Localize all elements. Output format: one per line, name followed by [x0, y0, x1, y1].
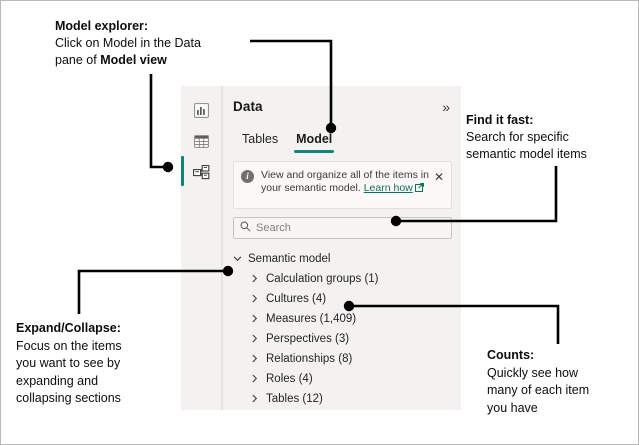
rail-divider [221, 86, 222, 410]
chevron-right-icon[interactable] [250, 334, 259, 343]
chevron-right-icon[interactable] [250, 374, 259, 383]
callout-line: collapsing sections [16, 391, 121, 405]
tree-root-label: Semantic model [248, 252, 331, 265]
tree-item-perspectives[interactable]: Perspectives (3) [250, 330, 452, 347]
search-box[interactable] [233, 216, 452, 239]
info-banner-message: View and organize all of the items in yo… [261, 168, 429, 195]
external-link-icon [414, 183, 424, 197]
close-icon[interactable]: ✕ [433, 169, 444, 184]
tree-item-label: Measures (1,409) [266, 312, 357, 325]
callout-find-it-fast: Find it fast: Search for specific semant… [466, 112, 587, 163]
callout-line: Click on Model in the Data [55, 36, 201, 50]
tree-item-tables[interactable]: Tables (12) [250, 390, 452, 407]
callout-line-bold: Model view [100, 53, 167, 67]
callout-heading: Expand/Collapse: [16, 321, 121, 335]
chevron-down-icon[interactable] [233, 254, 242, 263]
semantic-model-tree: Semantic model Calculation groups (1) Cu… [233, 250, 452, 410]
view-switcher-rail [181, 86, 222, 410]
chevron-right-icon[interactable] [250, 314, 259, 323]
report-view-icon[interactable] [181, 95, 222, 125]
info-icon: i [241, 169, 254, 183]
tree-item-measures[interactable]: Measures (1,409) [250, 310, 452, 327]
chevron-right-icon[interactable] [250, 294, 259, 303]
chevron-right-icon[interactable] [250, 354, 259, 363]
callout-expand-collapse: Expand/Collapse: Focus on the items you … [16, 320, 122, 408]
info-banner: i View and organize all of the items in … [233, 160, 452, 209]
search-input[interactable] [256, 221, 445, 234]
data-pane: Data » Tables Model i View and organize … [222, 86, 461, 410]
info-banner-text: View and organize all of the items in yo… [261, 169, 429, 197]
callout-line: expanding and [16, 373, 99, 388]
callout-line: you have [487, 400, 538, 415]
collapse-pane-icon[interactable]: » [442, 98, 450, 115]
tree-item-label: Cultures (4) [266, 292, 327, 305]
tree-item-roles[interactable]: Roles (4) [250, 370, 452, 387]
callout-counts: Counts: Quickly see how many of each ite… [487, 347, 589, 417]
callout-heading: Counts: [487, 348, 535, 362]
data-pane-header: Data » [233, 86, 452, 122]
tree-root-semantic-model[interactable]: Semantic model [233, 250, 452, 267]
tree-item-cultures[interactable]: Cultures (4) [250, 290, 452, 307]
callout-model-explorer: Model explorer: Click on Model in the Da… [55, 18, 201, 69]
model-view-icon[interactable] [181, 156, 222, 187]
tree-item-calculation-groups[interactable]: Calculation groups (1) [250, 270, 452, 287]
tree-item-label: Perspectives (3) [266, 332, 350, 345]
callout-heading: Model explorer: [55, 19, 149, 33]
tab-model[interactable]: Model [287, 132, 341, 153]
power-bi-data-pane-window: Data » Tables Model i View and organize … [181, 86, 461, 410]
search-icon [240, 219, 251, 237]
tree-item-relationships[interactable]: Relationships (8) [250, 350, 452, 367]
data-pane-tabs: Tables Model [233, 124, 452, 153]
chevron-right-icon[interactable] [250, 274, 259, 283]
chevron-right-icon[interactable] [250, 394, 259, 403]
callout-line-text: pane of [55, 53, 101, 67]
page-title: Data [233, 99, 263, 115]
table-view-icon[interactable] [181, 126, 222, 156]
callout-heading: Find it fast: [466, 113, 534, 127]
callout-line: Search for specific [466, 130, 569, 144]
callout-line: many of each item [487, 383, 590, 397]
callout-line: Focus on the items [16, 338, 122, 353]
tree-item-label: Tables (12) [266, 392, 323, 405]
callout-line: you want to see by [16, 356, 121, 370]
tree-item-label: Relationships (8) [266, 352, 353, 365]
callout-line: semantic model items [466, 147, 587, 161]
tree-item-label: Calculation groups (1) [266, 272, 379, 285]
callout-line: pane of Model view [55, 52, 201, 69]
tab-tables[interactable]: Tables [242, 131, 279, 146]
learn-how-link[interactable]: Learn how [363, 182, 413, 195]
tree-item-label: Roles (4) [266, 372, 313, 385]
callout-line: Quickly see how [487, 365, 579, 380]
